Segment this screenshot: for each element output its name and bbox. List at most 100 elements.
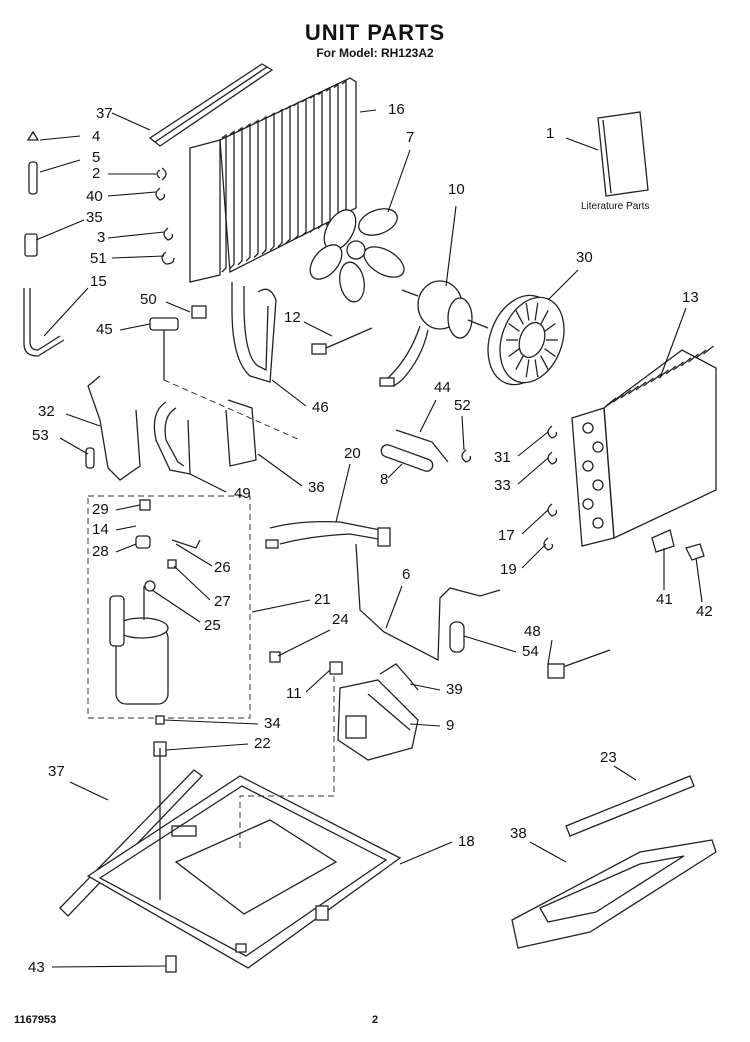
leader-line [277, 629, 331, 657]
leader-line [695, 557, 703, 603]
leader-line [43, 287, 89, 337]
callout-c36: 36 [308, 479, 325, 496]
leader-line [387, 149, 411, 213]
blower-wheel [487, 294, 565, 386]
leader-line [303, 321, 333, 337]
leader-line [163, 719, 259, 725]
leader-line [251, 599, 311, 613]
mounting-hardware [153, 661, 343, 757]
callout-c29: 29 [92, 501, 109, 518]
discharge-tube [85, 375, 141, 481]
callout-c18: 18 [458, 833, 475, 850]
leader-line [387, 463, 403, 479]
literature-booklet [597, 111, 649, 197]
leader-line [529, 841, 567, 863]
callout-c9: 9 [446, 717, 454, 734]
callout-c39: 39 [446, 681, 463, 698]
leader-line [69, 781, 109, 801]
leader-line [335, 463, 351, 523]
leader-line [189, 473, 227, 493]
leader-line [385, 585, 403, 629]
leader-line [271, 379, 307, 407]
callout-c6: 6 [402, 566, 410, 583]
leader-line [115, 504, 141, 511]
evaporator-coil [571, 345, 717, 547]
leader-line [111, 255, 165, 259]
leader-line [111, 112, 151, 131]
leader-line [115, 525, 137, 531]
callout-c28: 28 [92, 543, 109, 560]
callout-c40: 40 [86, 188, 103, 205]
callout-c42: 42 [696, 603, 713, 620]
leader-line [165, 743, 249, 751]
leader-line [59, 437, 89, 455]
leader-line [409, 723, 441, 727]
callout-c41: 41 [656, 591, 673, 608]
leader-line [399, 841, 453, 865]
callout-c37b: 37 [48, 763, 65, 780]
callout-c49: 49 [234, 485, 251, 502]
callout-c31: 31 [494, 449, 511, 466]
power-cord [355, 543, 501, 662]
leader-line [175, 543, 213, 567]
callout-c51: 51 [90, 250, 107, 267]
leader-line [521, 543, 547, 569]
callout-c22: 22 [254, 735, 271, 752]
base-clip [165, 955, 177, 973]
leader-line [461, 415, 465, 451]
callout-c1: 1 [546, 125, 554, 142]
callout-c48: 48 [524, 623, 541, 640]
leader-line [419, 399, 437, 433]
leader-line [445, 205, 457, 287]
leader-line [119, 323, 151, 331]
model-subtitle: For Model: RH123A2 [316, 46, 434, 60]
leader-line [115, 543, 137, 553]
grille-strip [565, 775, 695, 837]
callout-c44: 44 [434, 379, 451, 396]
drain-hose-parts [380, 429, 449, 472]
leader-line [107, 191, 157, 197]
condenser-coil [189, 77, 357, 283]
callout-c46: 46 [312, 399, 329, 416]
page-number: 2 [372, 1014, 379, 1026]
callout-c15: 15 [90, 273, 107, 290]
callout-c34: 34 [264, 715, 281, 732]
leader-line [521, 509, 549, 535]
leader-line [517, 431, 549, 457]
leader-line [173, 565, 211, 601]
condenser-fan-blade [309, 208, 405, 303]
capillary-parts [23, 130, 65, 357]
wiring-harness [265, 520, 391, 549]
bracket-parts [337, 663, 419, 761]
document-number: 1167953 [14, 1014, 57, 1026]
callout-c26: 26 [214, 559, 231, 576]
leader-line [65, 413, 101, 427]
callout-c20: 20 [344, 445, 361, 462]
callout-c8: 8 [380, 471, 388, 488]
literature-label: Literature Parts [581, 201, 649, 212]
callout-c11: 11 [286, 685, 302, 702]
leader-line [463, 635, 517, 653]
callout-c4: 4 [92, 128, 100, 145]
callout-c50: 50 [140, 291, 157, 308]
base-pan [86, 676, 402, 969]
callout-c14: 14 [92, 521, 109, 538]
leader-line [39, 135, 81, 141]
leader-line [107, 231, 165, 239]
callout-c5: 5 [92, 149, 100, 166]
drain-parts [651, 529, 705, 561]
leader-line [517, 457, 549, 485]
callout-c52: 52 [454, 397, 471, 414]
callout-c3: 3 [97, 229, 105, 246]
callout-c19: 19 [500, 561, 517, 578]
leader-line [51, 965, 167, 968]
callout-c10: 10 [448, 181, 465, 198]
callout-c38: 38 [510, 825, 527, 842]
leader-line [409, 683, 441, 691]
clip-parts [155, 167, 175, 265]
fan-motor [379, 280, 489, 387]
callout-c32: 32 [38, 403, 55, 420]
